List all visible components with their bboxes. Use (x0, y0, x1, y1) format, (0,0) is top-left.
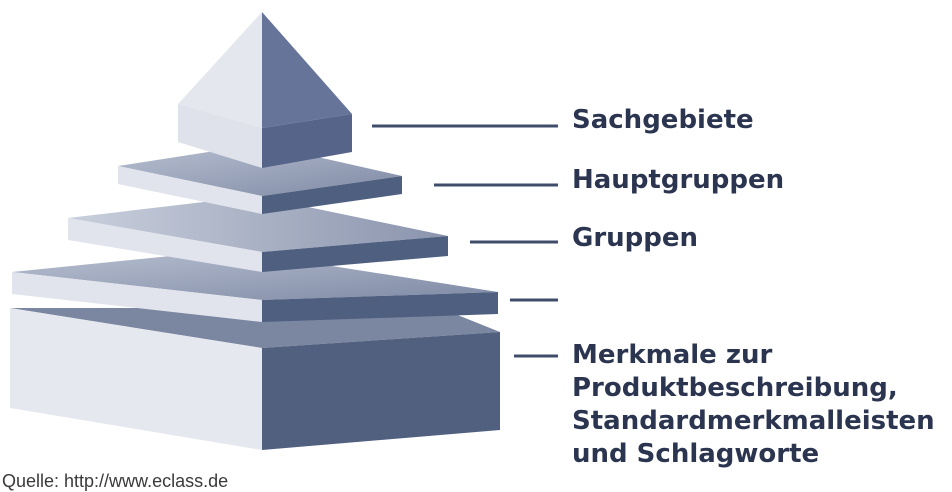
pyramid-layer-2 (118, 144, 402, 214)
pyramid-layer-4 (12, 250, 498, 322)
connector-lines (372, 124, 558, 358)
source-caption: Quelle: http://www.eclass.de (2, 471, 229, 491)
pyramid-layer-5 (10, 308, 500, 450)
pyramid-layer-3 (68, 196, 448, 272)
pyramid-apex (178, 12, 352, 168)
level-label-merkmale: Merkmale zur Produktbeschreibung, Standa… (572, 340, 935, 470)
level-label-sachgebiete: Sachgebiete (572, 105, 754, 135)
level-label-gruppen: Gruppen (572, 223, 699, 253)
level-label-hauptgruppen: Hauptgruppen (572, 165, 785, 195)
